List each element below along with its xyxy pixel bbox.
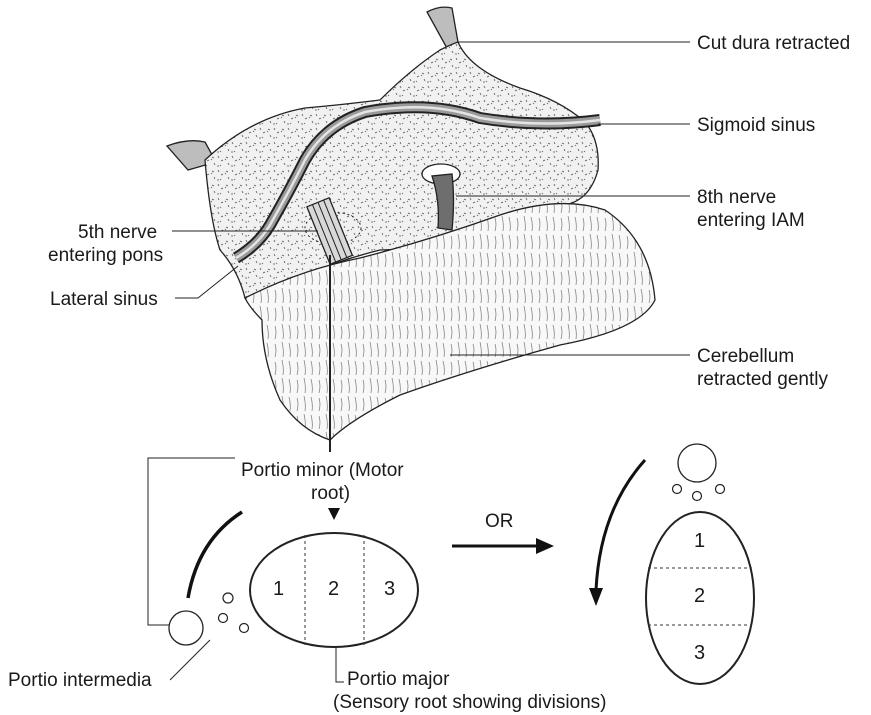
rotation-arc-left [188, 512, 242, 598]
label-lateral-sinus: Lateral sinus [50, 288, 158, 311]
portio-minor-arrowhead [328, 508, 340, 520]
portio-intermedia-small-3 [240, 624, 249, 633]
division-v-3: 3 [694, 642, 705, 665]
label-cerebellum-1: Cerebellum [697, 345, 794, 368]
portio-intermedia-small-1 [223, 593, 233, 603]
division-v-1: 1 [694, 530, 705, 553]
portio-intermedia-small-r2 [693, 492, 702, 501]
portio-intermedia-small-r1 [673, 485, 682, 494]
portio-intermedia-small-2 [219, 614, 228, 623]
label-fifth-nerve-2: entering pons [48, 244, 163, 267]
label-eighth-nerve-1: 8th nerve [697, 186, 776, 209]
label-portio-minor-1: Portio minor (Motor [241, 459, 404, 482]
rotation-arc-right [596, 460, 645, 590]
label-eighth-nerve-2: entering IAM [697, 209, 805, 232]
division-v-2: 2 [694, 585, 705, 608]
label-portio-major-2: (Sensory root showing divisions) [333, 691, 607, 714]
label-fifth-nerve-1: 5th nerve [78, 221, 157, 244]
division-h-2: 2 [328, 578, 339, 601]
label-or: OR [485, 510, 514, 533]
label-portio-minor-2: root) [311, 482, 350, 505]
division-h-3: 3 [384, 578, 395, 601]
division-h-1: 1 [273, 578, 284, 601]
label-sigmoid-sinus: Sigmoid sinus [697, 114, 815, 137]
label-portio-intermedia: Portio intermedia [8, 669, 152, 692]
portio-intermedia-small-r3 [716, 485, 725, 494]
label-cut-dura: Cut dura retracted [697, 32, 850, 55]
portio-intermedia-large [169, 611, 203, 645]
label-cerebellum-2: retracted gently [697, 368, 828, 391]
label-portio-major-1: Portio major [347, 668, 449, 691]
portio-minor-circle-right [678, 444, 716, 482]
